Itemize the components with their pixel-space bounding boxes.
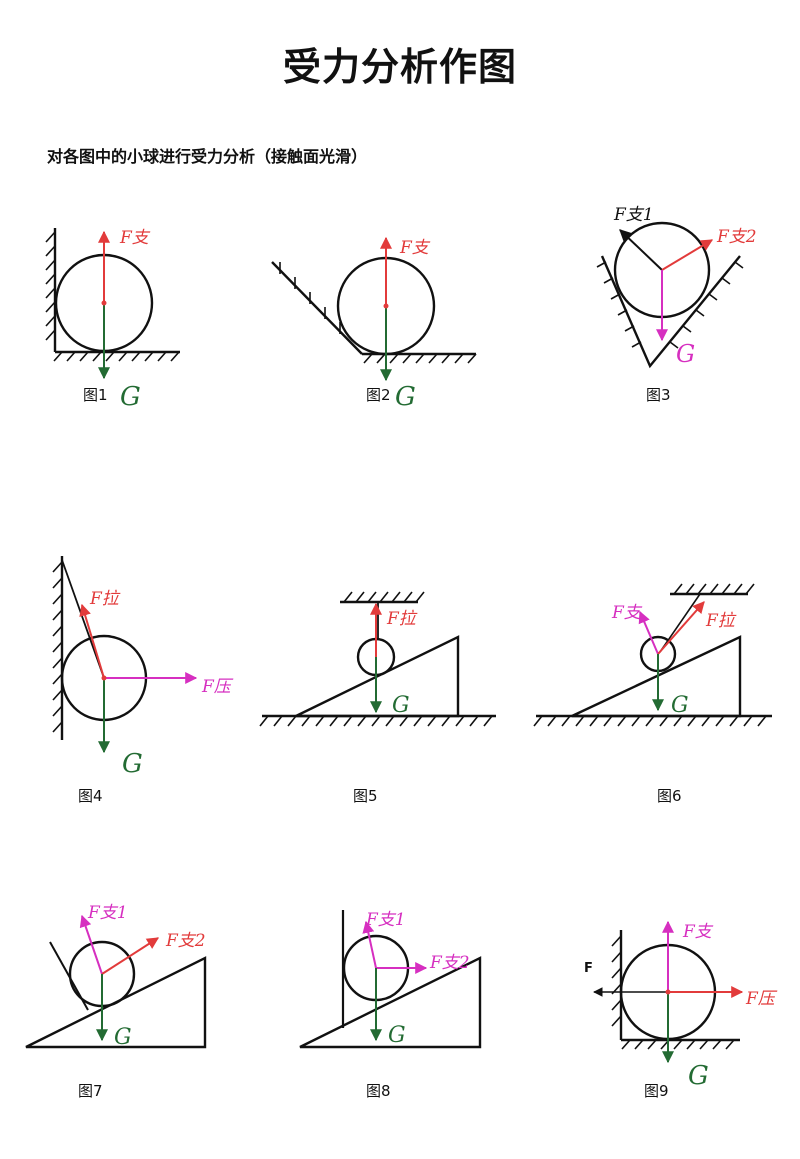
fig6-caption: 图6: [657, 787, 682, 805]
figure-2: [271, 236, 477, 382]
fig7-support2-arrow: [101, 937, 160, 975]
fig2-gravity-label: G: [395, 382, 416, 412]
fig4-tension-arrow: [79, 603, 105, 679]
figure-3: [596, 221, 744, 369]
fig2-incline-wall: [271, 261, 363, 355]
figure-8: [299, 910, 482, 1049]
fig1-support-label: F支: [119, 228, 151, 248]
fig7-support2-label: F支2: [165, 931, 206, 951]
fig9-pressure-label: F压: [745, 989, 778, 1009]
fig9-support-label: F支: [682, 922, 714, 942]
fig4-tension-label: F拉: [89, 589, 121, 609]
figure-4: [52, 556, 198, 754]
page-title: 受力分析作图: [282, 45, 517, 89]
fig5-caption: 图5: [353, 787, 378, 805]
fig6-support-label: F支: [611, 603, 643, 623]
figure-5: [259, 591, 496, 727]
fig3-v-groove: [600, 255, 741, 369]
fig7-support1-label: F支1: [87, 903, 128, 923]
fig3-gravity-label: G: [676, 340, 695, 368]
figure-6: [533, 583, 772, 727]
fig3-support1-arrow: [619, 229, 663, 271]
fig4-rope: [61, 559, 105, 679]
fig8-caption: 图8: [366, 1082, 391, 1100]
fig3-support1-label: F支1: [613, 205, 654, 225]
fig4-pressure-label: F压: [201, 677, 234, 697]
fig9-force-label: F: [584, 961, 593, 976]
fig4-caption: 图4: [78, 787, 103, 805]
fig8-support1-arrow: [362, 920, 377, 969]
fig4-gravity-label: G: [122, 749, 143, 779]
fig1-caption: 图1: [83, 386, 108, 404]
fig3-caption: 图3: [646, 386, 671, 404]
fig8-support1-label: F支1: [365, 910, 406, 930]
fig1-gravity-label: G: [120, 382, 141, 412]
fig7-gravity-label: G: [114, 1025, 132, 1050]
fig9-caption: 图9: [644, 1082, 669, 1100]
figure-7: [25, 914, 207, 1049]
fig8-incline: [299, 956, 482, 1049]
figure-1: [45, 228, 180, 380]
fig6-support-arrow: [638, 610, 659, 655]
fig3-support2-label: F支2: [716, 227, 757, 247]
figure-9: [593, 920, 744, 1064]
instruction-text: 对各图中的小球进行受力分析（接触面光滑）: [47, 147, 368, 166]
fig3-support2-arrow: [661, 239, 714, 271]
fig9-gravity-label: G: [688, 1061, 709, 1091]
fig5-gravity-label: G: [392, 693, 410, 718]
fig2-support-label: F支: [399, 238, 431, 258]
fig7-support1-arrow: [79, 914, 103, 975]
fig7-caption: 图7: [78, 1082, 103, 1100]
fig8-gravity-label: G: [388, 1023, 406, 1048]
fig6-gravity-label: G: [671, 693, 689, 718]
fig2-caption: 图2: [366, 386, 391, 404]
fig6-rope: [659, 593, 701, 653]
fig8-support2-label: F支2: [429, 953, 470, 973]
fig5-tension-label: F拉: [386, 609, 418, 629]
fig6-tension-label: F拉: [705, 611, 737, 631]
fig6-tension-arrow: [657, 601, 705, 655]
